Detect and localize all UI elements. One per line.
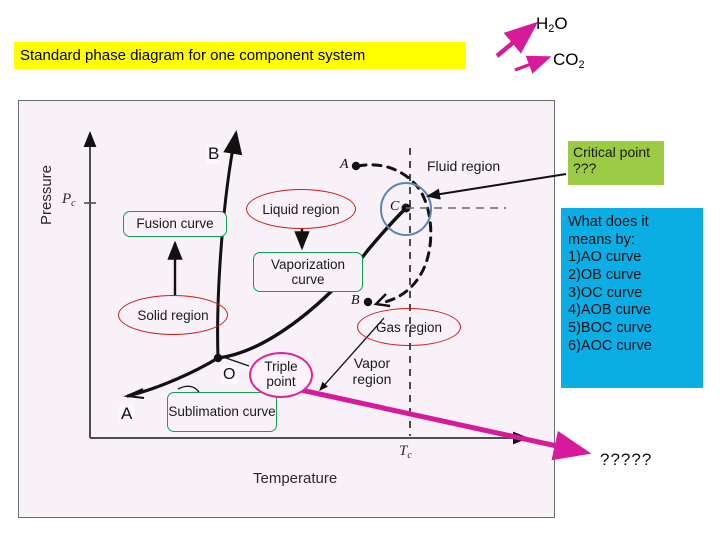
questions-heading-line1: What does it xyxy=(568,214,649,230)
h2o-sub: 2 xyxy=(548,23,555,35)
questions-panel: What does it means by: 1)AO curve 2)OB c… xyxy=(561,208,703,388)
critical-point-note: Critical point ??? xyxy=(568,141,664,185)
callout-sublimation-curve: Sublimation curve xyxy=(167,392,277,432)
callout-solid-region-label: Solid region xyxy=(137,307,209,323)
question-item-4: 4)AOB curve xyxy=(568,302,651,319)
callout-sublimation-curve-label: Sublimation curve xyxy=(168,404,276,420)
h2o-label: H2O xyxy=(536,14,568,35)
question-item-1: 1)AO curve xyxy=(568,249,642,266)
title-banner-text: Standard phase diagram for one component… xyxy=(20,47,366,64)
critical-point-note-text: Critical point ??? xyxy=(573,144,651,177)
question-item-6: 6)AOC curve xyxy=(568,337,652,354)
h2o-main: H xyxy=(536,14,549,33)
question-item-5: 5)BOC curve xyxy=(568,320,652,337)
pc-symbol: P xyxy=(62,191,72,207)
callout-vaporization-curve-label: Vaporization curve xyxy=(270,256,346,287)
co2-main: CO xyxy=(553,50,579,69)
tc-symbol: T xyxy=(399,443,408,459)
callout-triple-point: Triple point xyxy=(249,352,313,398)
tc-subscript: c xyxy=(407,450,412,461)
point-label-B-fusion: B xyxy=(206,144,222,164)
tc-axis-tick-label: Tc xyxy=(399,443,412,461)
callout-fusion-curve-label: Fusion curve xyxy=(136,216,214,232)
co2-sub: 2 xyxy=(578,59,585,71)
callout-triple-point-label: Triple point xyxy=(264,359,298,389)
title-banner: Standard phase diagram for one component… xyxy=(14,42,466,69)
pc-subscript: c xyxy=(71,198,76,209)
pc-axis-tick-label: Pc xyxy=(62,191,76,209)
point-label-C-critical: C xyxy=(390,199,400,214)
point-label-B-dashed: B xyxy=(351,293,360,308)
callout-liquid-region-label: Liquid region xyxy=(262,201,340,217)
callout-gas-region: Gas region xyxy=(357,308,461,346)
x-axis-label: Temperature xyxy=(253,470,338,487)
unknown-question-marks: ????? xyxy=(600,450,653,469)
label-fluid-region: Fluid region xyxy=(427,158,501,174)
co2-label: CO2 xyxy=(553,50,585,71)
point-label-A-sublimation: A xyxy=(119,404,135,424)
callout-vaporization-curve: Vaporization curve xyxy=(253,252,363,292)
label-vapor-region: Vapor region xyxy=(352,355,392,388)
point-label-O-triple: O xyxy=(221,366,238,384)
callout-liquid-region: Liquid region xyxy=(246,189,356,229)
y-axis-label: Pressure xyxy=(38,164,55,225)
question-item-3: 3)OC curve xyxy=(568,284,643,301)
callout-fusion-curve: Fusion curve xyxy=(123,211,227,237)
h2o-tail: O xyxy=(554,14,568,33)
question-item-2: 2)OB curve xyxy=(568,267,642,284)
questions-heading-line2: means by: xyxy=(568,231,635,248)
callout-gas-region-label: Gas region xyxy=(375,319,443,335)
callout-solid-region: Solid region xyxy=(118,295,228,335)
point-label-A-dashed: A xyxy=(340,157,349,172)
